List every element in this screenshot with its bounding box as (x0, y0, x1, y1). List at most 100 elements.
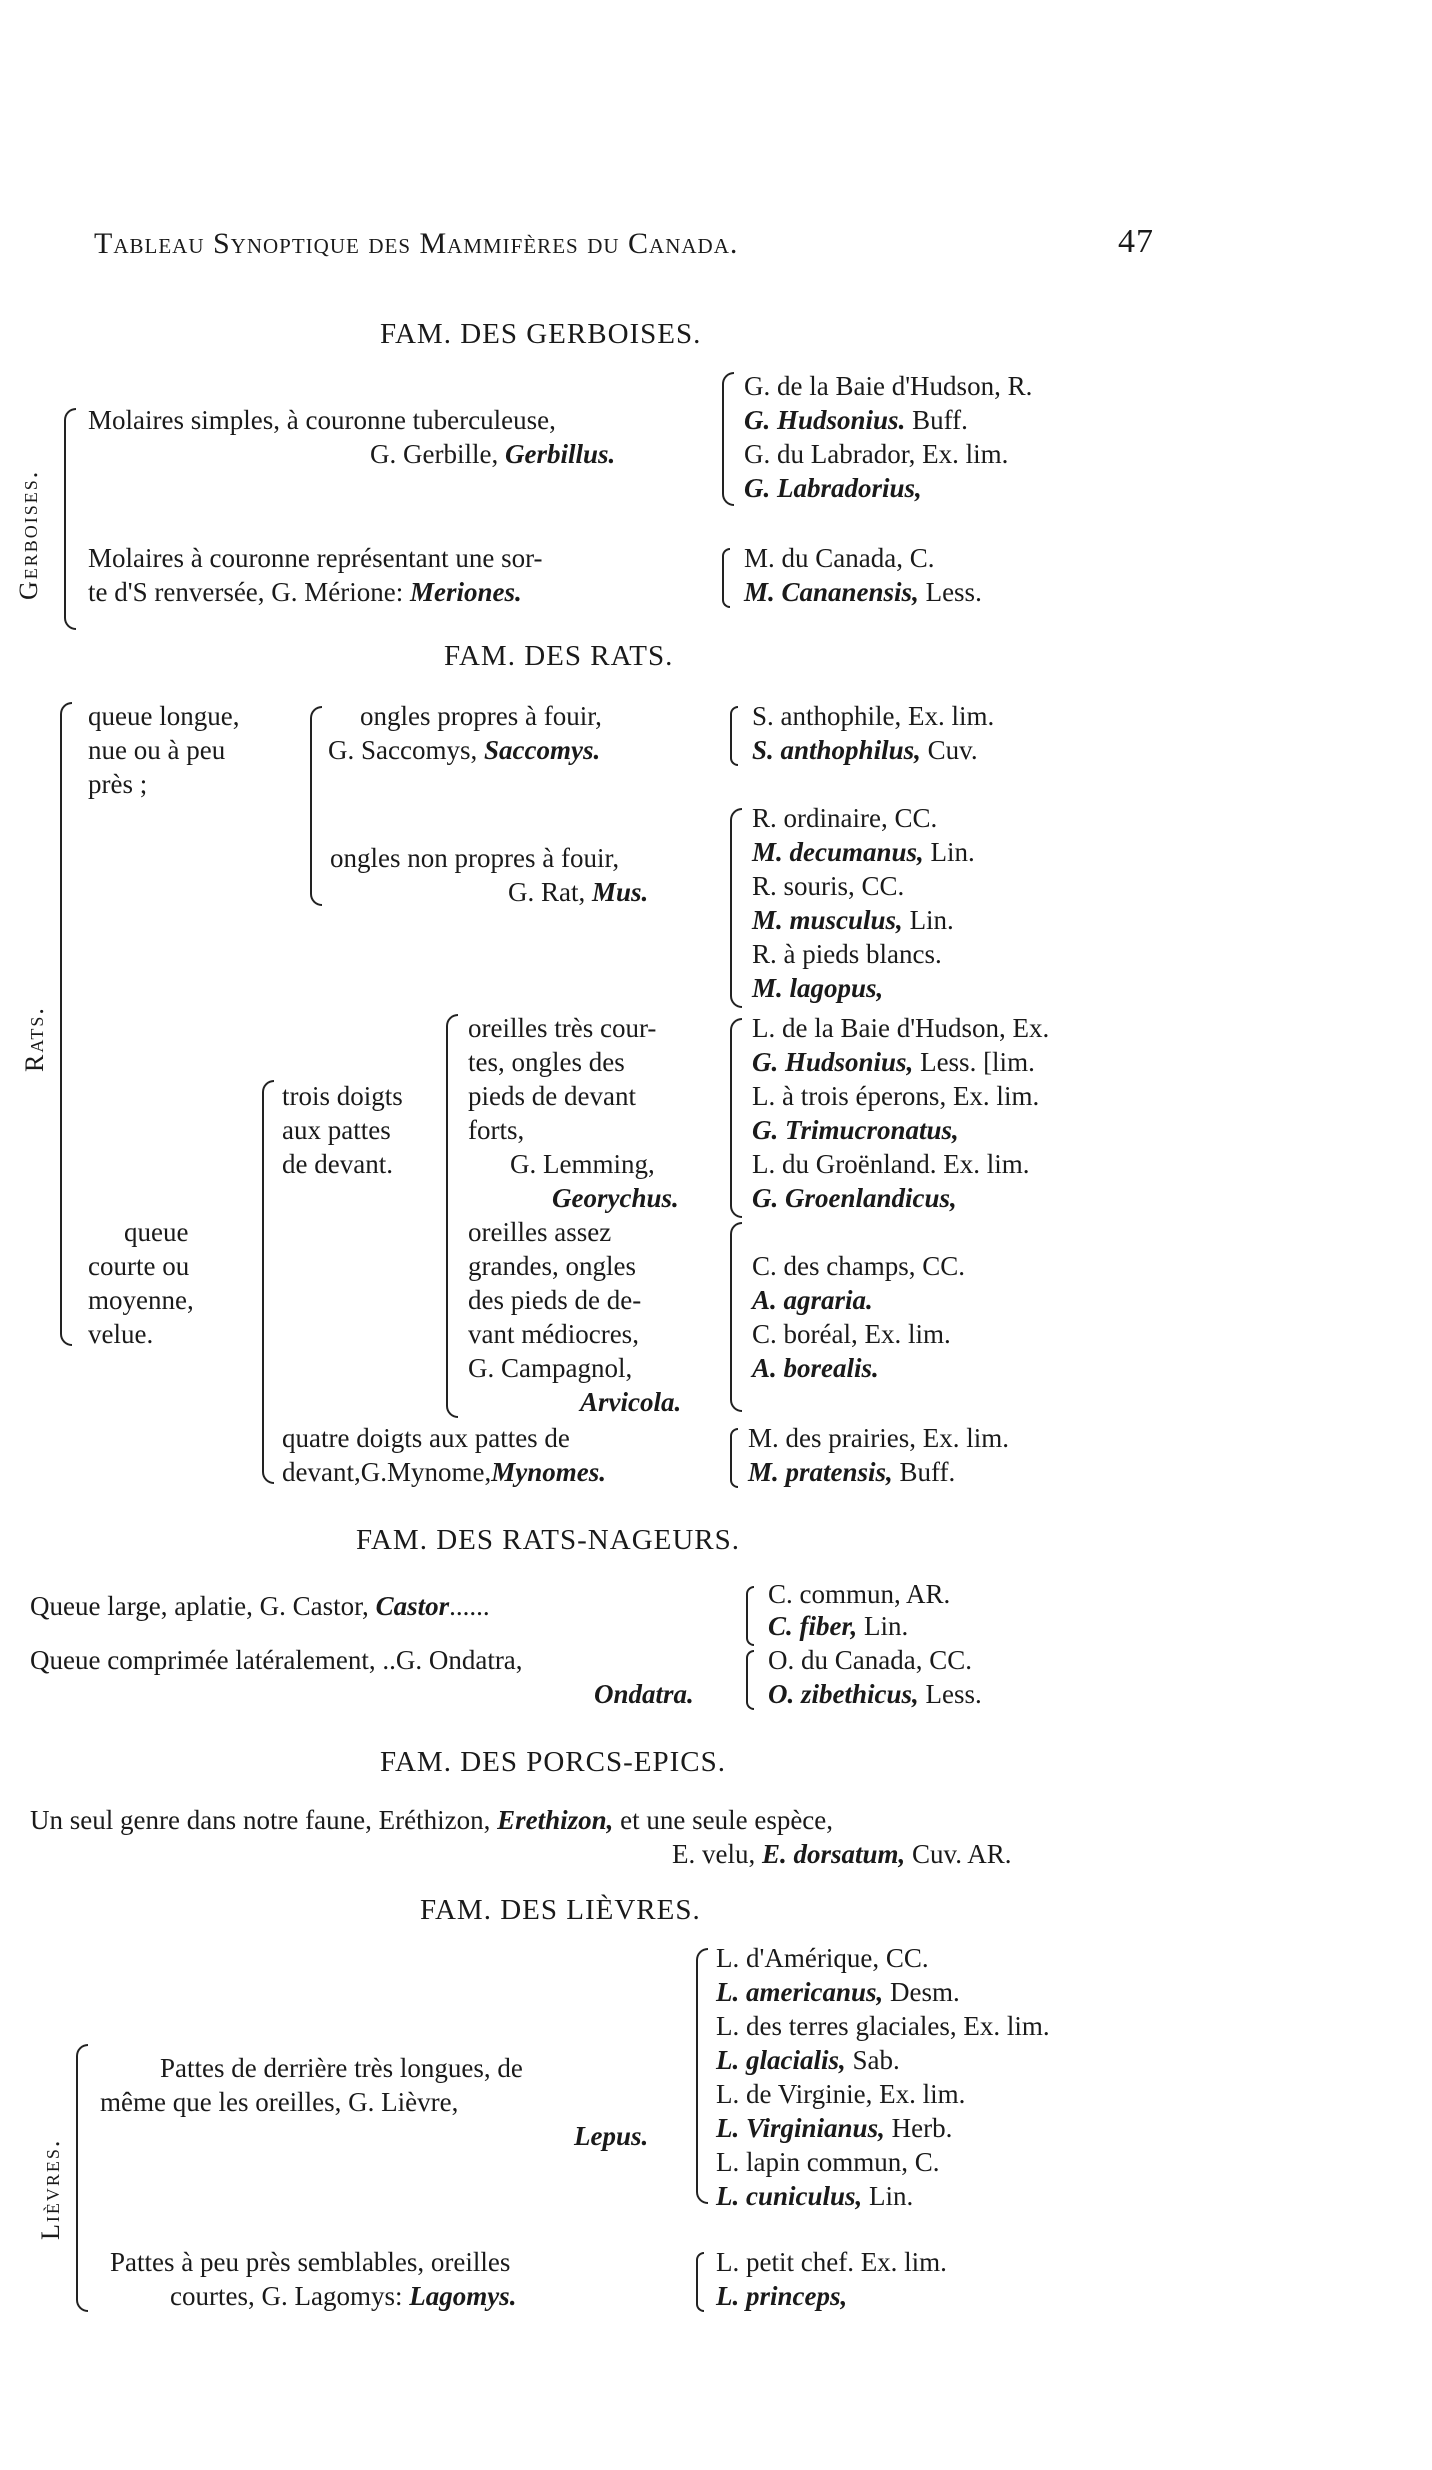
lepus-species-3: L. de Virginie, Ex. lim. (716, 2079, 966, 2109)
campagnol-characters-3: des pieds de de- (468, 1285, 642, 1315)
campagnol-characters-1: oreilles assez (468, 1217, 612, 1247)
lemming-species-2: L. à trois éperons, Ex. lim. (752, 1081, 1040, 1111)
lepus-species-4-latin: L. cuniculus, Lin. (716, 2181, 914, 2211)
lemming-characters-1: oreilles très cour- (468, 1013, 657, 1043)
section-heading-ratsnageurs: FAM. DES RATS-NAGEURS. (356, 1524, 741, 1556)
gerbille-characters: Molaires simples, à couronne tuberculeus… (88, 405, 556, 435)
lemming-species-1: L. de la Baie d'Hudson, Ex. (752, 1013, 1050, 1043)
section-heading-gerboises: FAM. DES GERBOISES. (380, 318, 702, 350)
brace-three-toes (446, 1014, 458, 1418)
brace-ondatra-species (746, 1650, 754, 1710)
brace-lepus-species (696, 1948, 708, 2204)
lepus-species-1-latin: L. americanus, Desm. (716, 1977, 960, 2007)
saccomys-species-latin: S. anthophilus, Cuv. (752, 735, 978, 765)
mus-species-1-latin: M. decumanus, Lin. (752, 837, 975, 867)
brace-campagnol-species (730, 1222, 742, 1412)
brace-mynome-species (730, 1428, 738, 1488)
lepus-species-4: L. lapin commun, C. (716, 2147, 940, 2177)
brace-gerbille-species (722, 372, 734, 506)
mus-species-3-latin: M. lagopus, (752, 973, 884, 1003)
side-label-gerboises: Gerboises. (14, 469, 43, 600)
mus-characters: ongles non propres à fouir, (330, 843, 620, 873)
merione-characters: Molaires à couronne représentant une sor… (88, 543, 543, 573)
section-heading-porcsepics: FAM. DES PORCS-EPICS. (380, 1746, 727, 1778)
three-toes-1: trois doigts (282, 1081, 403, 1111)
castor-species: C. commun, AR. (768, 1579, 951, 1609)
brace-long-tail (310, 706, 322, 906)
brace-mus-species (730, 808, 742, 1008)
ondatra-species: O. du Canada, CC. (768, 1645, 972, 1675)
running-title: Tableau Synoptique des Mammifères du Can… (94, 227, 739, 260)
brace-rats (60, 702, 72, 1346)
page-number: 47 (1118, 223, 1154, 260)
section-heading-lievres: FAM. DES LIÈVRES. (420, 1894, 701, 1926)
lepus-characters-1: Pattes de derrière très longues, de (160, 2053, 523, 2083)
lemming-characters-3: pieds de devant (468, 1081, 636, 1111)
lemming-characters-2: tes, ongles des (468, 1047, 625, 1077)
section-heading-rats: FAM. DES RATS. (444, 640, 674, 672)
lemming-species-2-latin: G. Trimucronatus, (752, 1115, 959, 1145)
short-tail-2: courte ou (88, 1251, 190, 1281)
brace-gerboises (64, 408, 76, 630)
lagomys-genus: courtes, G. Lagomys: Lagomys. (170, 2281, 517, 2311)
mynome-characters: quatre doigts aux pattes de (282, 1423, 570, 1453)
brace-short-tail (262, 1080, 274, 1484)
lemming-genus: G. Lemming, (510, 1149, 655, 1179)
erethizon-line-2: E. velu, E. dorsatum, Cuv. AR. (672, 1839, 1012, 1869)
gerbille-genus: G. Gerbille, Gerbillus. (370, 439, 616, 469)
lemming-species-1-latin: G. Hudsonius, Less. [lim. (752, 1047, 1035, 1077)
lemming-characters-4: forts, (468, 1115, 525, 1145)
three-toes-2: aux pattes (282, 1115, 391, 1145)
brace-merione-species (722, 548, 730, 608)
lagomys-species-latin: L. princeps, (716, 2281, 848, 2311)
lemming-species-3-latin: G. Groenlandicus, (752, 1183, 957, 1213)
campagnol-characters-2: grandes, ongles (468, 1251, 636, 1281)
side-label-lievres: Lièvres. (36, 2138, 65, 2240)
campagnol-characters-4: vant médiocres, (468, 1319, 639, 1349)
lepus-species-3-latin: L. Virginianus, Herb. (716, 2113, 953, 2143)
lemming-genus-latin: Georychus. (552, 1183, 679, 1213)
campagnol-genus-latin: Arvicola. (580, 1387, 682, 1417)
short-tail-4: velue. (88, 1319, 154, 1349)
ondatra-characters: Queue comprimée latéralement, ..G. Ondat… (30, 1645, 523, 1675)
merione-species-1-latin: M. Cananensis, Less. (744, 577, 982, 607)
mus-species-2-latin: M. musculus, Lin. (752, 905, 954, 935)
saccomys-genus: G. Saccomys, Saccomys. (328, 735, 601, 765)
three-toes-3: de devant. (282, 1149, 393, 1179)
lepus-species-1: L. d'Amérique, CC. (716, 1943, 929, 1973)
mus-species-2: R. souris, CC. (752, 871, 905, 901)
campagnol-species-2: C. boréal, Ex. lim. (752, 1319, 951, 1349)
brace-lievres (76, 2044, 88, 2312)
castor-characters: Queue large, aplatie, G. Castor, Castor.… (30, 1591, 490, 1621)
side-label-rats: Rats. (20, 1006, 49, 1072)
short-tail-1: queue (124, 1217, 189, 1247)
brace-lemming-species (730, 1018, 742, 1218)
mynome-species-latin: M. pratensis, Buff. (748, 1457, 956, 1487)
mynome-genus: devant,G.Mynome,Mynomes. (282, 1457, 606, 1487)
long-tail-1: queue longue, (88, 701, 240, 731)
mus-genus: G. Rat, Mus. (508, 877, 649, 907)
mynome-species: M. des prairies, Ex. lim. (748, 1423, 1009, 1453)
lagomys-characters-1: Pattes à peu près semblables, oreilles (110, 2247, 511, 2277)
saccomys-species: S. anthophile, Ex. lim. (752, 701, 995, 731)
short-tail-3: moyenne, (88, 1285, 194, 1315)
gerbille-species-2: G. du Labrador, Ex. lim. (744, 439, 1009, 469)
lepus-species-2-latin: L. glacialis, Sab. (716, 2045, 900, 2075)
lemming-species-3: L. du Groënland. Ex. lim. (752, 1149, 1030, 1179)
erethizon-line-1: Un seul genre dans notre faune, Eréthizo… (30, 1805, 834, 1835)
lepus-characters-2: même que les oreilles, G. Lièvre, (100, 2087, 459, 2117)
gerbille-species-2-latin: G. Labradorius, (744, 473, 922, 503)
campagnol-species-1: C. des champs, CC. (752, 1251, 965, 1281)
gerbille-species-1-latin: G. Hudsonius. Buff. (744, 405, 968, 435)
ondatra-species-latin: O. zibethicus, Less. (768, 1679, 982, 1709)
castor-species-latin: C. fiber, Lin. (768, 1611, 909, 1641)
lagomys-species: L. petit chef. Ex. lim. (716, 2247, 947, 2277)
merione-genus: te d'S renversée, G. Mérione: Meriones. (88, 577, 522, 607)
long-tail-3: près ; (88, 769, 148, 799)
brace-saccomys-species (730, 706, 738, 766)
mus-species-3: R. à pieds blancs. (752, 939, 942, 969)
lepus-species-2: L. des terres glaciales, Ex. lim. (716, 2011, 1050, 2041)
lepus-genus: Lepus. (574, 2121, 649, 2151)
brace-lagomys-species (696, 2252, 704, 2312)
brace-castor-species (746, 1586, 754, 1646)
